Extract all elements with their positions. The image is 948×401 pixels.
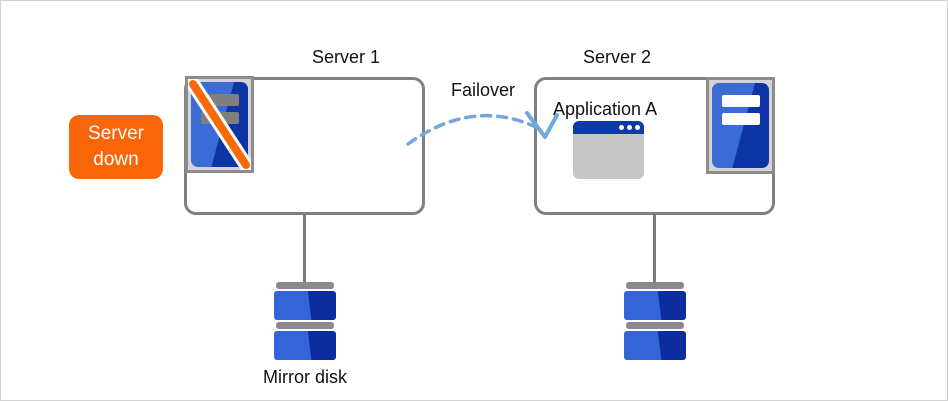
server-down-icon [185, 76, 254, 173]
tower-slot-bar [722, 95, 760, 107]
disk-platter [624, 291, 686, 320]
badge-line2: down [93, 149, 139, 170]
disk-platter [274, 331, 336, 360]
window-titlebar [573, 121, 644, 134]
no-slash-icon [188, 79, 251, 170]
mirror-disk-icon [274, 282, 336, 362]
mirror-disk-label: Mirror disk [263, 367, 347, 387]
server-icon [706, 77, 775, 174]
server-tower-icon [712, 83, 769, 168]
server2-disk-connector [653, 214, 656, 284]
server2-title: Server 2 [582, 47, 652, 67]
disk-cap [626, 282, 684, 289]
disk-platter [624, 331, 686, 360]
window-dot-icon [627, 125, 632, 130]
disk-platter [274, 291, 336, 320]
window-dot-icon [619, 125, 624, 130]
disk-cap [276, 322, 334, 329]
badge-line1: Server [88, 123, 144, 144]
window-dot-icon [635, 125, 640, 130]
application-window-icon [573, 121, 644, 179]
tower-slot-bar [722, 113, 760, 125]
application-label: Application A [553, 99, 658, 119]
server1-title: Server 1 [311, 47, 381, 67]
server1-disk-connector [303, 214, 306, 284]
mirror-disk-icon [624, 282, 686, 362]
disk-cap [276, 282, 334, 289]
server-down-badge: Server down [69, 115, 163, 179]
failover-label: Failover [450, 80, 516, 100]
disk-cap [626, 322, 684, 329]
